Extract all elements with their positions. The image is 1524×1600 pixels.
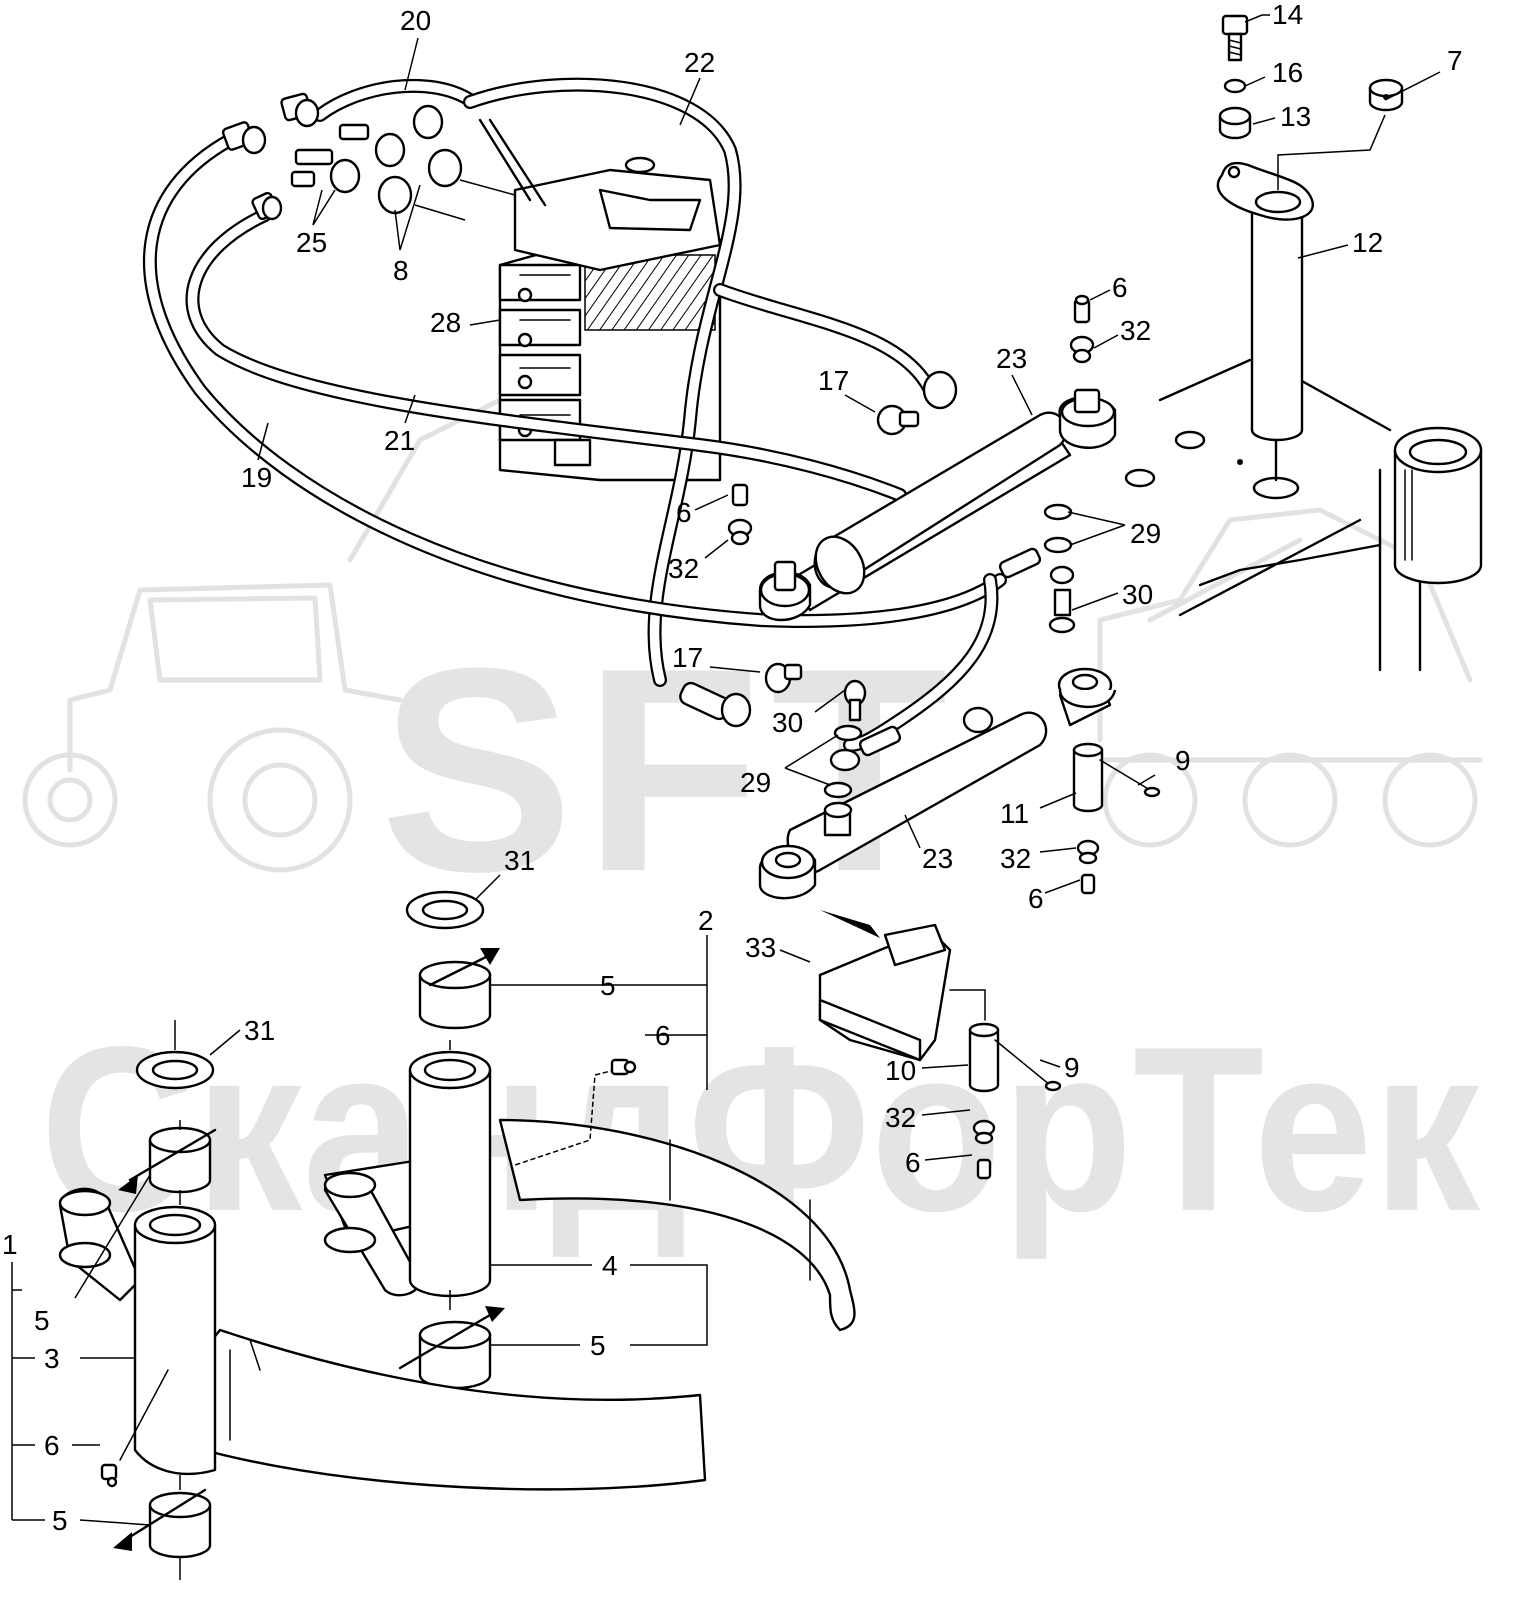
callout-31-b: 31 [244,1015,275,1046]
callout-7: 7 [1447,45,1463,76]
pin-12 [1216,114,1386,442]
pin-11 [1072,742,1161,895]
callout-30-b: 30 [772,707,803,738]
callout-5-e: 5 [52,1505,68,1536]
grease-nipple-6-left [100,1463,118,1488]
callout-12: 12 [1352,227,1383,258]
cylinder-23-upper [758,388,1117,622]
callout-9-a: 9 [1175,745,1191,776]
bracket-33 [818,910,986,1062]
callout-32-b: 32 [668,553,699,584]
grease-nipple-6-upper [727,294,1095,546]
watermark-excavator-icon [1087,507,1483,848]
callout-13: 13 [1280,101,1311,132]
callout-5-c: 5 [590,1330,606,1361]
arm-4 [323,1040,856,1332]
callout-6-d: 6 [655,1020,671,1051]
washers-29-lower [823,679,902,837]
callout-30-a: 30 [1122,579,1153,610]
callout-17-b: 17 [672,642,703,673]
callout-32-d: 32 [885,1102,916,1133]
fitting-17-lower [679,662,803,728]
washer-16 [1223,78,1247,94]
callout-32-a: 32 [1120,315,1151,346]
callout-6-c: 6 [1028,883,1044,914]
callout-21: 21 [384,425,415,456]
callout-10: 10 [885,1055,916,1086]
fitting-17-upper [876,370,958,436]
washer-31-top [405,890,485,930]
bushing-5-mid-top [418,948,500,1030]
hoses [142,77,1007,752]
callout-23-b: 23 [922,843,953,874]
bushing-5-left-bottom [113,1475,212,1580]
callout-1: 1 [2,1229,18,1260]
bushing-5-left-top [118,1120,217,1205]
callout-23-a: 23 [996,343,1027,374]
hose-fittings [221,92,516,221]
cylinder-23-lower [758,667,1117,900]
callout-16: 16 [1272,57,1303,88]
bolt-14 [1221,14,1249,62]
callout-6-a: 6 [1112,272,1128,303]
watermark-tractor-icon [22,397,523,873]
arm-3 [58,1187,707,1491]
callout-20: 20 [400,5,431,36]
callout-5-b: 5 [34,1305,50,1336]
washer-31-left [135,1020,215,1090]
callout-6-b: 6 [676,497,692,528]
callout-33: 33 [745,932,776,963]
nut-13 [1218,106,1252,140]
callout-29-b: 29 [740,767,771,798]
callout-32-c: 32 [1000,843,1031,874]
callout-3: 3 [44,1343,60,1374]
callout-2: 2 [698,905,714,936]
leader-lines [11,14,1441,1526]
callout-17-a: 17 [818,365,849,396]
callout-28: 28 [430,307,461,338]
grease-nipple-6-mid [514,1058,637,1166]
callout-14: 14 [1272,0,1303,30]
callout-labels: 20 22 14 16 7 13 12 25 8 28 6 32 23 17 2… [2,0,1463,1536]
callout-22: 22 [684,47,715,78]
callout-29-a: 29 [1130,518,1161,549]
callout-6-e: 6 [905,1147,921,1178]
callout-6-f: 6 [44,1430,60,1461]
callout-4: 4 [602,1250,618,1281]
washers-29-upper [998,503,1076,634]
pin-10 [968,1022,1062,1180]
callout-25: 25 [296,227,327,258]
callout-19: 19 [241,462,272,493]
watermark-brand: SFT [380,608,958,932]
callout-5-a: 5 [600,970,616,1001]
callout-31-a: 31 [504,845,535,876]
cap-7 [1368,78,1404,112]
callout-11: 11 [1000,798,1029,829]
watermark: SFT СкандФорТек [22,397,1483,1260]
callout-9-b: 9 [1064,1052,1080,1083]
callout-8: 8 [393,255,409,286]
frame-plate [1124,358,1483,672]
